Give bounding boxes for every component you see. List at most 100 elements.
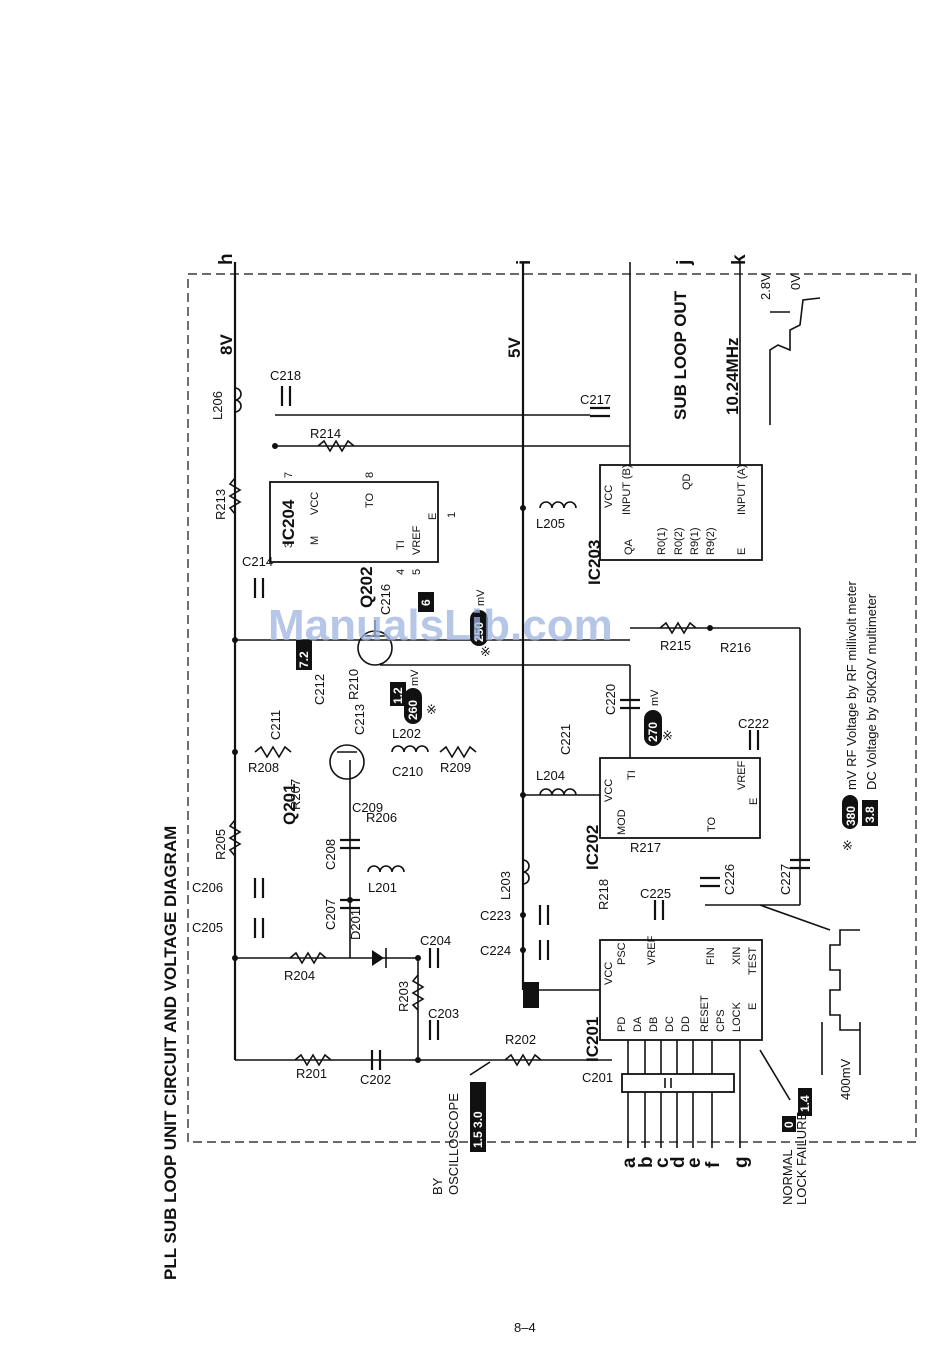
svg-text:R9(2): R9(2) [705,527,717,555]
r215-label: R215 [660,638,691,653]
c206-label: C206 [192,880,223,895]
svg-text:INPUT (B): INPUT (B) [621,464,633,515]
r213-label: R213 [213,489,228,520]
terminal-h: h [216,253,237,265]
svg-text:VCC: VCC [603,962,615,985]
c221-label: C221 [558,724,573,755]
c203-label: C203 [428,1006,459,1021]
c225-label: C225 [640,886,671,901]
unit-boundary [187,273,917,1143]
q201 [329,744,365,780]
svg-text:DC: DC [664,1016,676,1032]
terminal-j: j [674,260,695,266]
svg-text:mV RF Voltage by RF millivolt: mV RF Voltage by RF millivolt meter [844,581,859,790]
svg-text:IC202: IC202 [583,825,602,870]
inductor-labels: L201 L202 L203 L204 L205 L206 [210,391,565,900]
svg-text:※: ※ [662,728,673,743]
r202-label: R202 [505,1032,536,1047]
svg-text:INPUT (A): INPUT (A) [736,464,748,515]
c204-label: C204 [420,933,451,948]
svg-text:OSCILLOSCOPE: OSCILLOSCOPE [446,1093,461,1195]
svg-text:4: 4 [395,569,407,575]
c210-label: C210 [392,764,423,779]
svg-text:8: 8 [364,472,376,478]
svg-text:BY: BY [430,1177,445,1195]
terminal-f: f [703,1161,724,1168]
capacitor-symbols [253,386,810,1070]
c216-label: C216 [378,584,393,615]
svg-text:E: E [748,798,760,805]
q201-label: Q201 [280,783,299,825]
svg-text:DA: DA [632,1016,644,1032]
c220-label: C220 [603,684,618,715]
r203-label: R203 [396,981,411,1012]
q202 [357,620,393,666]
svg-text:RESET: RESET [699,995,711,1032]
svg-text:E: E [427,513,439,520]
c209-label: C209 [352,800,383,815]
l201-label: L201 [368,880,397,895]
c213-label: C213 [352,704,367,735]
svg-text:R0(1): R0(1) [656,527,668,555]
r201-label: R201 [296,1066,327,1081]
svg-text:IC203: IC203 [585,540,604,585]
svg-text:mV: mV [475,589,487,606]
svg-text:MOD: MOD [616,809,628,835]
c212-label: C212 [312,674,327,705]
c223-label: C223 [480,908,511,923]
label-0v: 0V [788,274,803,290]
svg-text:LOCK: LOCK [731,1001,743,1032]
svg-text:IC204: IC204 [279,499,298,545]
inductor-symbols [234,387,577,885]
svg-text:DB: DB [648,1017,660,1032]
svg-text:QD: QD [681,473,693,490]
r214-label: R214 [310,426,341,441]
svg-text:E: E [747,1003,759,1010]
svg-text:M: M [309,536,321,545]
c227-label: C227 [778,864,793,895]
r205-label: R205 [213,829,228,860]
svg-text:※: ※ [480,644,491,659]
svg-text:270: 270 [646,722,660,742]
svg-text:PD: PD [616,1017,628,1032]
ic201-bus [621,1040,741,1148]
svg-text:3: 3 [283,542,295,548]
terminal-e: e [684,1157,705,1168]
svg-text:7: 7 [283,472,295,478]
svg-text:※: ※ [842,838,853,853]
c201-label: C201 [582,1070,613,1085]
svg-text:7.2: 7.2 [297,651,311,668]
svg-text:5: 5 [411,569,423,575]
output-waveform [769,297,821,425]
r218-label: R218 [596,879,611,910]
svg-text:TI: TI [395,540,407,550]
svg-text:VCC: VCC [603,485,615,508]
l206-label: L206 [210,391,225,420]
diagram-title: PLL SUB LOOP UNIT CIRCUIT AND VOLTAGE DI… [161,826,180,1280]
r208-label: R208 [248,760,279,775]
svg-text:R0(2): R0(2) [673,527,685,555]
r204-label: R204 [284,968,315,983]
svg-text:mV: mV [409,669,421,686]
svg-text:IC201: IC201 [583,1017,602,1062]
capacitor-labels: C201 C202 C203 C204 C205 C206 C207 C208 … [192,368,793,1087]
svg-text:TO: TO [706,816,718,832]
svg-text:VCC: VCC [603,779,615,802]
svg-text:1.5 3.0: 1.5 3.0 [471,1111,485,1148]
ic201: IC201 PD DA DB DC DD RESET CPS LOCK E VC… [583,935,763,1062]
l203-label: L203 [498,871,513,900]
svg-text:260: 260 [406,700,420,720]
d201-label: D201 [348,909,363,940]
c224-label: C224 [480,943,511,958]
svg-text:1.4: 1.4 [798,1095,812,1112]
l204-label: L204 [536,768,565,783]
c211-label: C211 [268,710,283,740]
page-number: 8–4 [514,1320,536,1335]
svg-text:1: 1 [446,512,458,518]
c218-label: C218 [270,368,301,383]
terminal-a: a [619,1157,640,1168]
c222-label: C222 [738,716,769,731]
svg-text:1.2: 1.2 [391,687,405,704]
svg-text:3.8: 3.8 [863,806,877,823]
